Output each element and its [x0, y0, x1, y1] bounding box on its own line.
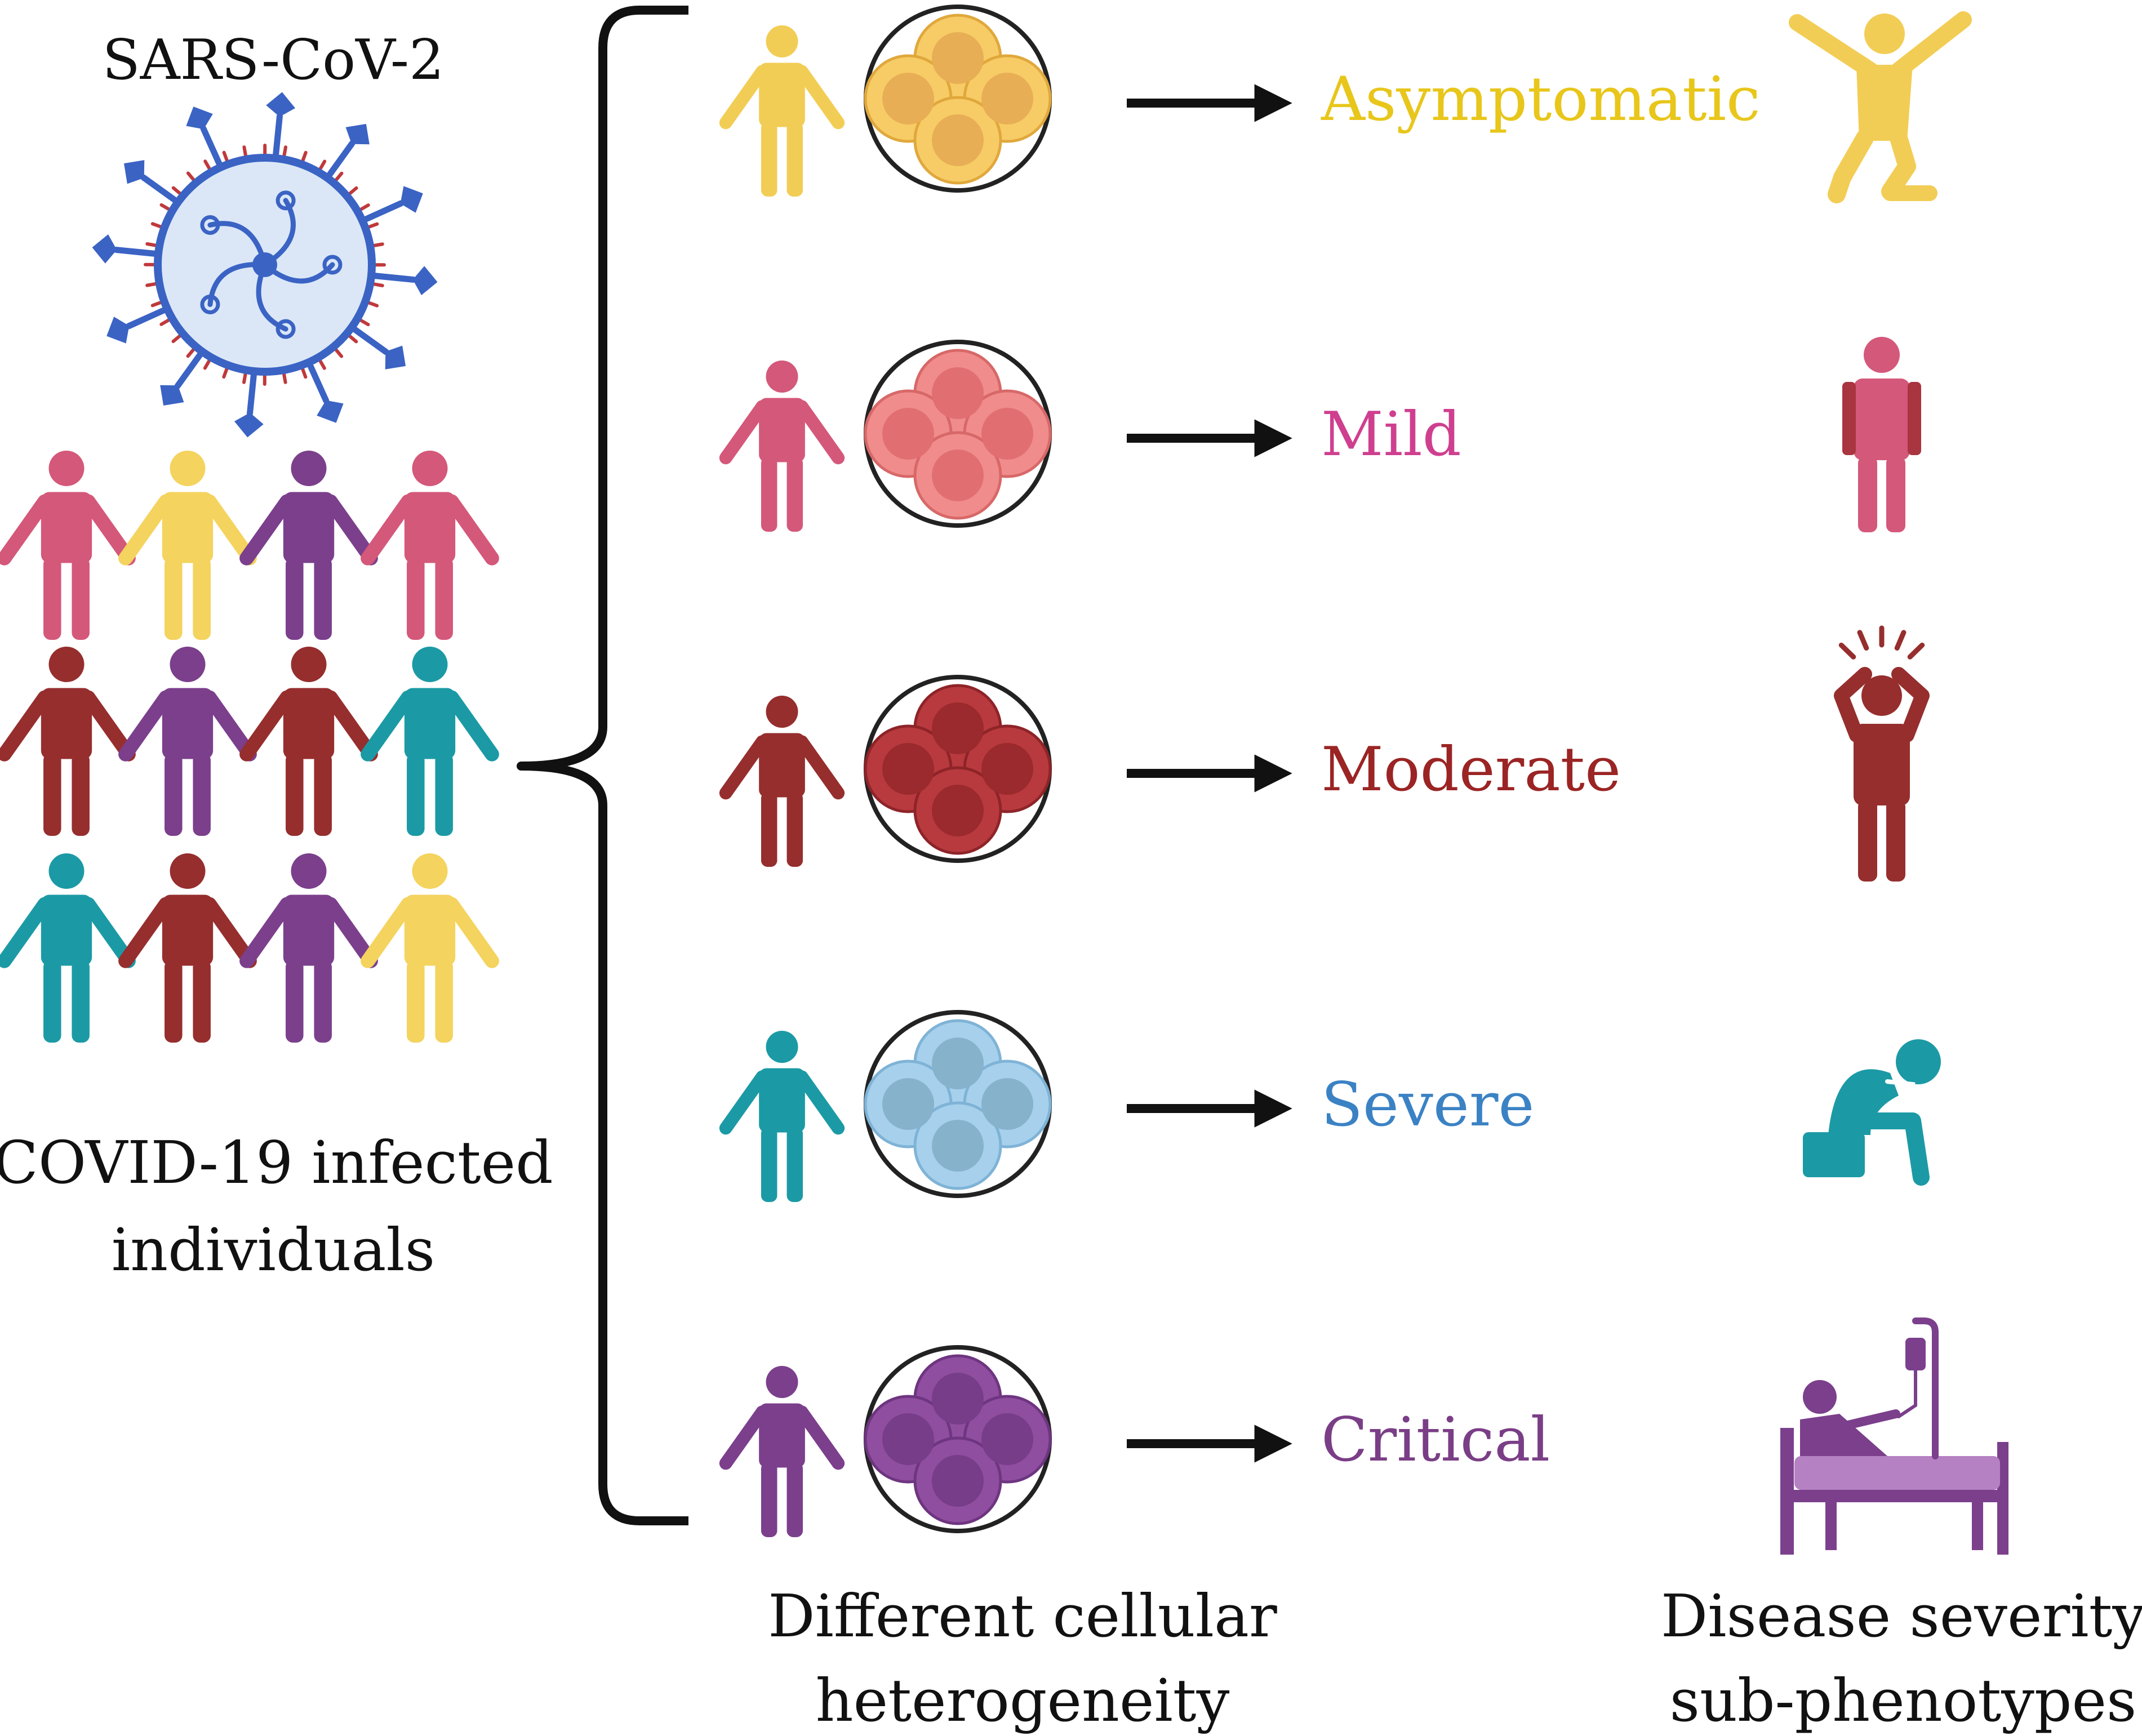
severity-row-moderate: Moderate [719, 625, 1930, 882]
population-label-line-1: COVID-19 infected [0, 1128, 553, 1197]
virus-spike [359, 200, 405, 224]
virus-spike-head [266, 92, 296, 117]
person-icon [361, 853, 499, 1043]
cell-nucleus [932, 32, 984, 84]
cell-nucleus [882, 1413, 934, 1465]
person-icon [719, 696, 845, 867]
virus-spike [305, 359, 330, 404]
virus-spike-head [400, 186, 423, 213]
cellular-label-line-2: heterogeneity [816, 1666, 1230, 1735]
virus-spike [140, 174, 181, 206]
cell-nucleus [932, 785, 984, 836]
severity-row-severe: Severe [719, 1010, 1941, 1202]
cell-nucleus [981, 1078, 1033, 1130]
severity-label: Severe [1321, 1070, 1534, 1140]
virus-rna [200, 190, 343, 339]
virus-label: SARS-CoV-2 [103, 28, 445, 92]
cell-cluster-icon [864, 675, 1052, 863]
cell-nucleus [932, 114, 984, 166]
person-icon [0, 451, 136, 640]
cellular-label-line-1: Different cellular [768, 1582, 1277, 1650]
virus-spike [113, 247, 162, 257]
severity-label-line-2: sub-phenotypes [1670, 1666, 2137, 1735]
virus-spike [348, 324, 389, 355]
virus-spike-head [234, 412, 264, 438]
cell-nucleus [932, 1373, 984, 1425]
person-icon [118, 853, 257, 1043]
severity-label: Moderate [1321, 735, 1621, 805]
grouping-brace [517, 6, 688, 1525]
person-icon [361, 647, 499, 836]
virus-spike [125, 305, 171, 330]
severity-row-asymptomatic: Asymptomatic [719, 5, 1972, 203]
virus-spike-head [385, 345, 406, 370]
virus-spike-head [160, 385, 184, 406]
virus-spike [368, 272, 417, 283]
virus-spike-head [345, 123, 370, 145]
person-icon [239, 647, 378, 836]
person-icon [719, 360, 845, 532]
cell-nucleus [981, 408, 1033, 460]
virus-spike [174, 348, 206, 389]
person-icon [239, 451, 378, 640]
severity-row-critical: Critical [719, 1317, 2008, 1555]
cell-cluster-icon [864, 1010, 1052, 1198]
cell-nucleus [981, 743, 1033, 795]
population-grid [0, 451, 499, 1043]
cell-nucleus [981, 73, 1033, 124]
cell-nucleus [932, 449, 984, 501]
person-icon [118, 647, 257, 836]
severity-label: Asymptomatic [1321, 64, 1761, 135]
virus-spike-head [412, 266, 438, 296]
cell-nucleus [932, 1120, 984, 1172]
virus-spike-head [123, 160, 145, 184]
virus-spike-head [317, 400, 344, 423]
virus-spike [200, 125, 224, 171]
virus-spike-head [106, 317, 130, 344]
person-icon [0, 647, 136, 836]
coronavirus-icon [92, 92, 438, 438]
jumping-person-icon [1789, 11, 1972, 203]
cell-nucleus [882, 408, 934, 460]
virus-spike-head [92, 234, 117, 264]
severity-label: Mild [1321, 399, 1461, 470]
cell-nucleus [882, 1078, 934, 1130]
virus-spike-head [186, 106, 213, 130]
cell-cluster-icon [864, 1345, 1052, 1533]
person-icon [361, 451, 499, 640]
severity-label-line-1: Disease severity [1661, 1582, 2142, 1650]
virus-spike [324, 140, 355, 181]
sitting-person-icon [1803, 1039, 1941, 1186]
cell-nucleus [932, 367, 984, 419]
cell-nucleus [932, 1038, 984, 1089]
hospital-bed-icon [1780, 1317, 2008, 1555]
person-icon [118, 451, 257, 640]
cell-nucleus [981, 1413, 1033, 1465]
population-label-line-2: individuals [112, 1216, 435, 1284]
cell-nucleus [882, 73, 934, 124]
severity-row-mild: Mild [719, 337, 1921, 532]
severity-label: Critical [1321, 1405, 1550, 1475]
cell-nucleus [932, 702, 984, 754]
person-icon [719, 25, 845, 197]
cell-cluster-icon [864, 5, 1052, 193]
standing-person-icon [1842, 337, 1921, 532]
virus-spike [247, 368, 257, 417]
person-icon [719, 1366, 845, 1537]
virus-spike [272, 113, 283, 162]
person-icon [719, 1031, 845, 1202]
cell-cluster-icon [864, 340, 1052, 528]
person-icon [0, 853, 136, 1043]
cell-nucleus [882, 743, 934, 795]
cell-nucleus [932, 1455, 984, 1507]
person-icon [239, 853, 378, 1043]
headache-person-icon [1834, 625, 1930, 882]
